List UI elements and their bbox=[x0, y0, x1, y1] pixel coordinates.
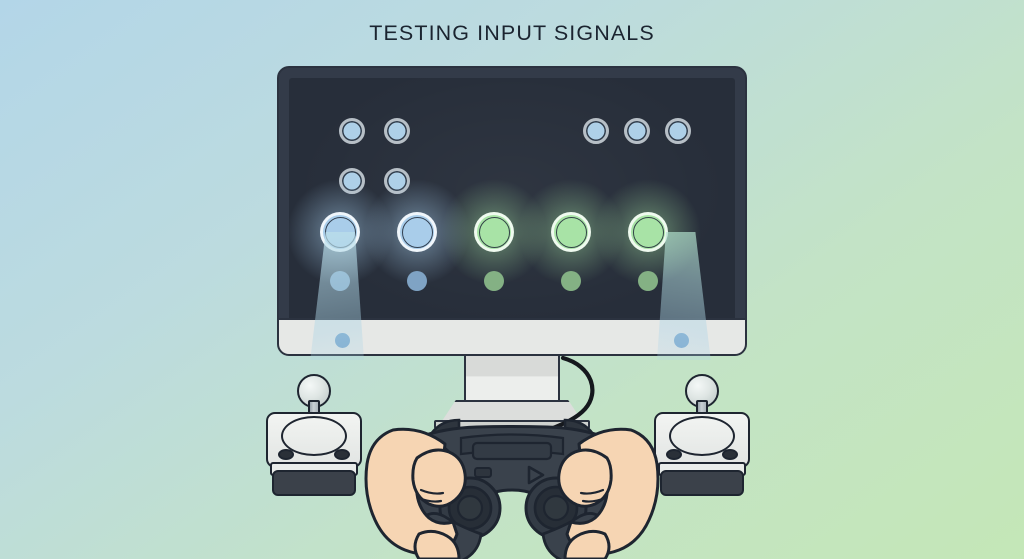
signal-3-subdot bbox=[484, 271, 504, 291]
left-hand bbox=[364, 427, 467, 559]
computer-monitor bbox=[277, 66, 747, 356]
indicator-2[interactable] bbox=[384, 118, 410, 144]
indicator-3[interactable] bbox=[339, 168, 365, 194]
joystick-boot-ring bbox=[281, 415, 347, 456]
monitor-chin bbox=[279, 318, 745, 354]
joystick-top-plate bbox=[266, 412, 362, 468]
select-button bbox=[474, 467, 492, 478]
indicator-6[interactable] bbox=[624, 118, 650, 144]
joystick-base-bottom bbox=[660, 470, 744, 496]
indicator-7[interactable] bbox=[665, 118, 691, 144]
joystick-boot-ring bbox=[669, 415, 735, 456]
joystick-base-bottom bbox=[272, 470, 356, 496]
indicator-1[interactable] bbox=[339, 118, 365, 144]
chin-dot-left bbox=[335, 333, 350, 348]
touchpad-bar bbox=[471, 441, 553, 461]
signal-lamp bbox=[474, 212, 514, 252]
signal-1[interactable] bbox=[289, 177, 395, 287]
joystick-button-left[interactable] bbox=[278, 449, 294, 460]
signal-lamp bbox=[397, 212, 437, 252]
right-hand bbox=[557, 427, 660, 559]
monitor-screen bbox=[289, 78, 735, 328]
game-controller[interactable] bbox=[357, 412, 667, 559]
signal-5-subdot bbox=[638, 271, 658, 291]
indicator-5[interactable] bbox=[583, 118, 609, 144]
joystick-button-right[interactable] bbox=[722, 449, 738, 460]
signal-lamp bbox=[320, 212, 360, 252]
start-button-triangle bbox=[527, 465, 545, 485]
signal-3[interactable] bbox=[439, 177, 549, 287]
chin-dot-right bbox=[674, 333, 689, 348]
joystick-button-left[interactable] bbox=[666, 449, 682, 460]
indicator-4[interactable] bbox=[384, 168, 410, 194]
arcade-joystick-right[interactable] bbox=[654, 374, 750, 496]
screen-vignette bbox=[289, 78, 735, 328]
signal-4-subdot bbox=[561, 271, 581, 291]
signal-1-subdot bbox=[330, 271, 350, 291]
signal-5[interactable] bbox=[593, 177, 703, 287]
signal-4[interactable] bbox=[516, 177, 626, 287]
signal-lamp bbox=[551, 212, 591, 252]
signal-2[interactable] bbox=[362, 177, 472, 287]
monitor-stand-neck bbox=[464, 356, 560, 404]
page-title: TESTING INPUT SIGNALS bbox=[369, 21, 655, 45]
joystick-top-plate bbox=[654, 412, 750, 468]
signal-2-subdot bbox=[407, 271, 427, 291]
arcade-joystick-left[interactable] bbox=[266, 374, 362, 496]
signal-lamp bbox=[628, 212, 668, 252]
joystick-button-right[interactable] bbox=[334, 449, 350, 460]
